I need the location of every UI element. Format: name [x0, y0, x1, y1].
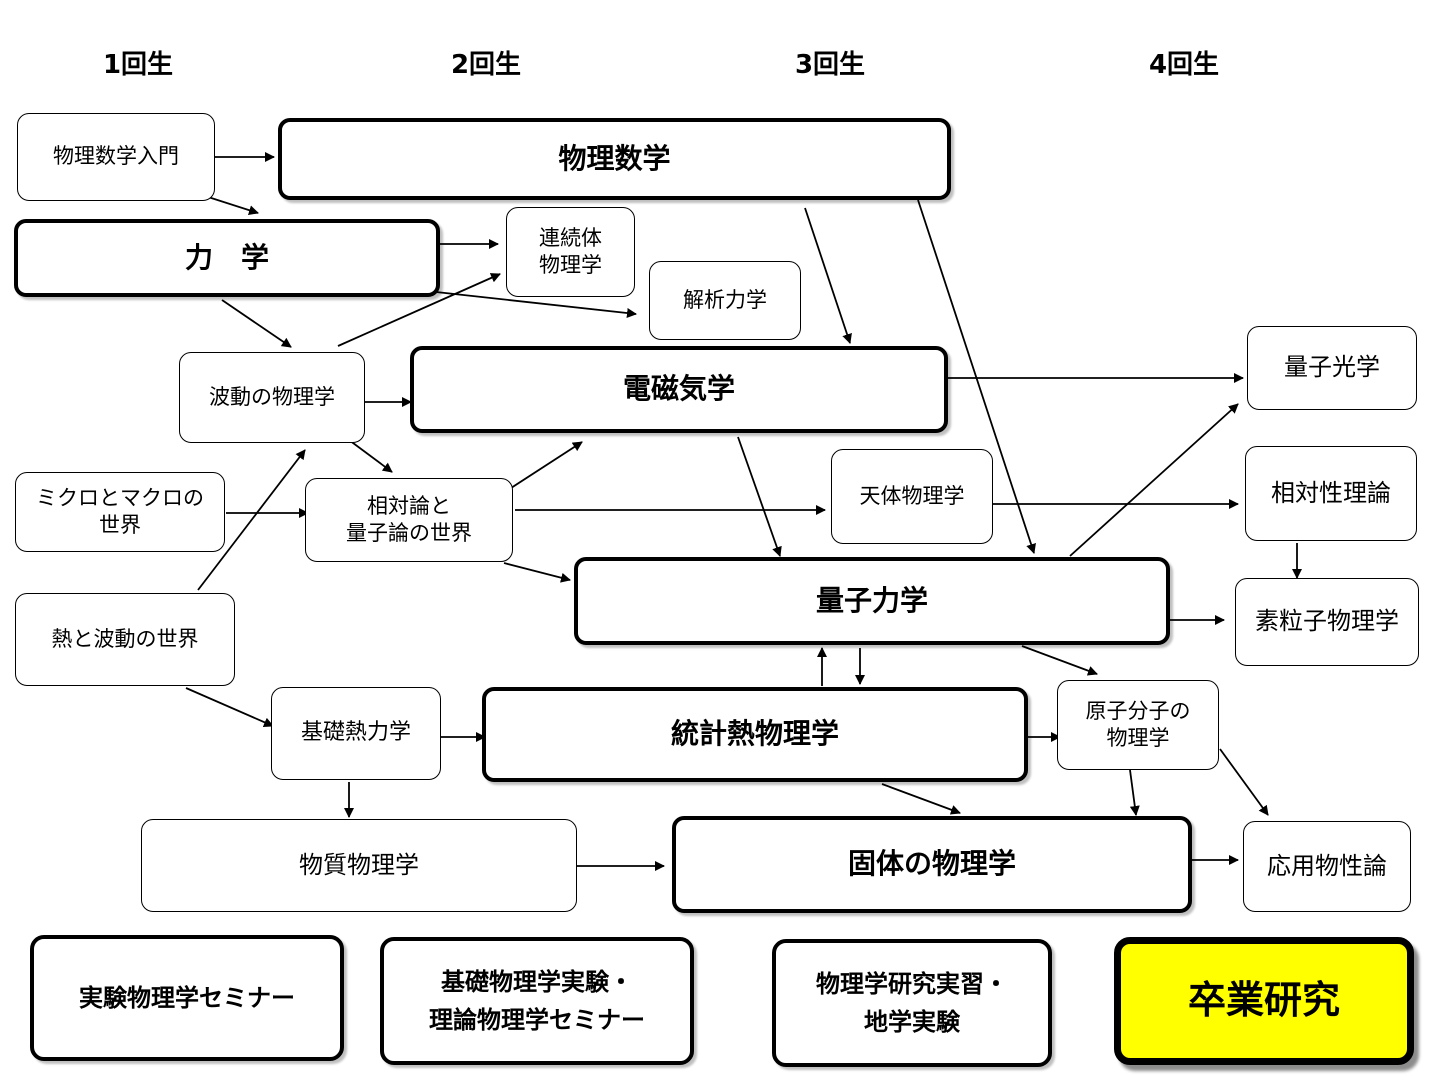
arrow [804, 207, 852, 344]
seminar-label: 基礎物理学実験・ 理論物理学セミナー [429, 967, 645, 1034]
course-label: 固体の物理学 [847, 847, 1016, 881]
course-quantum-optics[interactable]: 量子光学 [1247, 326, 1417, 410]
seminar-exp-seminar[interactable]: 実験物理学セミナー [30, 935, 344, 1061]
arrow [337, 273, 501, 347]
course-label: 物質物理学 [299, 850, 419, 879]
course-label: 基礎熱力学 [300, 720, 411, 746]
course-label: 量子光学 [1284, 353, 1380, 382]
course-relativity-quantum-world[interactable]: 相対論と 量子論の世界 [305, 478, 513, 562]
year-header-3: 3回生 [794, 50, 866, 80]
course-label: 統計熱物理学 [670, 717, 839, 751]
arrow [197, 449, 306, 591]
course-electromagnetism[interactable]: 電磁気学 [410, 346, 948, 433]
course-materials-physics[interactable]: 物質物理学 [141, 819, 577, 912]
course-label: ミクロとマクロの 世界 [36, 485, 204, 537]
arrow [917, 199, 1036, 554]
course-mechanics[interactable]: 力 学 [14, 219, 440, 297]
year-header-2: 2回生 [450, 50, 522, 80]
arrow [185, 687, 274, 727]
course-math-intro[interactable]: 物理数学入門 [17, 113, 215, 201]
arrow [737, 436, 782, 557]
course-label: 素粒子物理学 [1255, 607, 1399, 636]
course-math-physics[interactable]: 物理数学 [278, 118, 951, 200]
arrow [348, 439, 393, 473]
year-header-1: 1回生 [102, 50, 174, 80]
course-analytical-mech[interactable]: 解析力学 [649, 261, 801, 340]
course-label: 相対性理論 [1271, 478, 1391, 507]
course-heat-wave-world[interactable]: 熱と波動の世界 [15, 593, 235, 686]
course-label: 電磁気学 [622, 372, 735, 406]
course-label: 熱と波動の世界 [51, 626, 199, 651]
course-continuum[interactable]: 連続体 物理学 [506, 207, 635, 297]
course-stat-thermo[interactable]: 統計熱物理学 [482, 687, 1028, 782]
arrow [881, 783, 961, 815]
course-astrophysics[interactable]: 天体物理学 [831, 449, 993, 544]
course-solid-state[interactable]: 固体の物理学 [672, 816, 1192, 913]
seminar-graduation-research[interactable]: 卒業研究 [1114, 937, 1414, 1065]
seminar-basic-exp[interactable]: 基礎物理学実験・ 理論物理学セミナー [380, 937, 694, 1065]
course-label: 天体物理学 [859, 483, 965, 508]
course-label: 相対論と 量子論の世界 [346, 493, 472, 545]
course-applied-materials[interactable]: 応用物性論 [1243, 821, 1411, 912]
course-label: 連続体 物理学 [539, 225, 602, 277]
course-quantum-mechanics[interactable]: 量子力学 [574, 557, 1170, 645]
course-label: 物理数学 [558, 141, 671, 175]
course-label: 応用物性論 [1267, 851, 1387, 880]
course-label: 量子力学 [815, 583, 928, 617]
course-particle-physics[interactable]: 素粒子物理学 [1235, 578, 1419, 666]
course-label: 波動の物理学 [209, 384, 335, 409]
course-atomic-molecular[interactable]: 原子分子の 物理学 [1057, 680, 1219, 770]
arrow [1219, 748, 1269, 816]
course-label: 解析力学 [683, 287, 767, 312]
arrow [435, 291, 637, 318]
seminar-research-practice[interactable]: 物理学研究実習・ 地学実験 [772, 939, 1052, 1067]
course-basic-thermo[interactable]: 基礎熱力学 [271, 687, 441, 780]
arrow [221, 299, 292, 348]
arrow [1021, 645, 1098, 676]
arrow [204, 195, 259, 216]
course-relativity-theory[interactable]: 相対性理論 [1245, 446, 1417, 541]
year-header-4: 4回生 [1148, 50, 1220, 80]
seminar-label: 物理学研究実習・ 地学実験 [816, 969, 1008, 1036]
course-label: 力 学 [184, 240, 269, 274]
seminar-label: 実験物理学セミナー [79, 983, 295, 1012]
arrow [1129, 769, 1140, 816]
seminar-label: 卒業研究 [1187, 978, 1340, 1023]
course-wave-physics[interactable]: 波動の物理学 [179, 352, 365, 443]
course-label: 原子分子の 物理学 [1085, 698, 1191, 750]
arrow [1069, 403, 1239, 557]
course-label: 物理数学入門 [53, 144, 179, 169]
arrow [503, 562, 571, 583]
course-micro-macro[interactable]: ミクロとマクロの 世界 [15, 472, 225, 552]
arrow [507, 441, 583, 491]
